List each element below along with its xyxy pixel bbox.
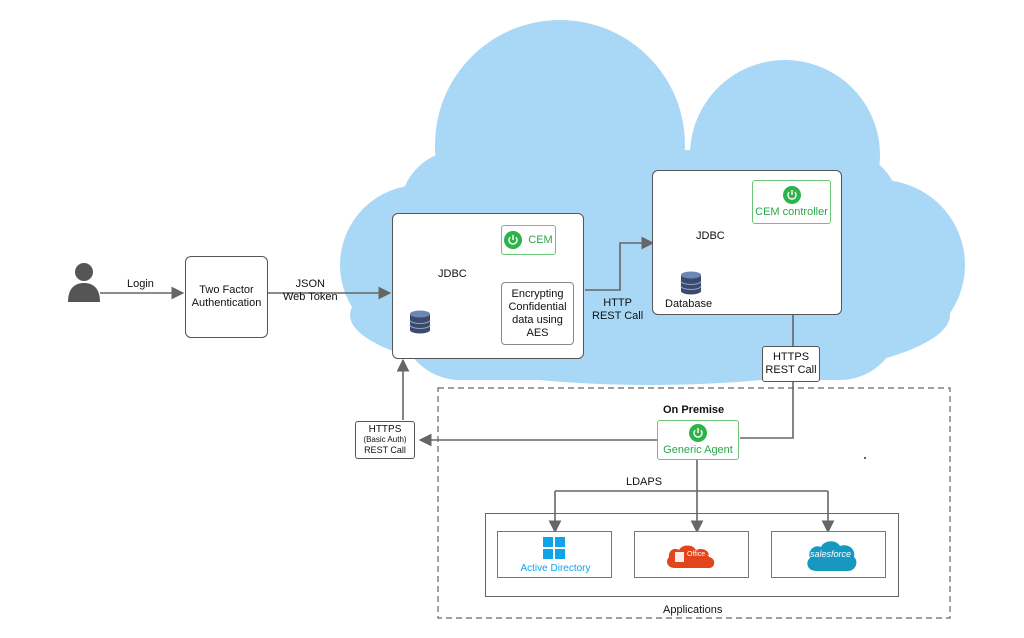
jdbc-label-right: JDBC bbox=[696, 230, 725, 242]
two-factor-label-line2: Authentication bbox=[191, 297, 262, 309]
https-rest-box: HTTPS REST Call bbox=[762, 346, 820, 382]
cem-controller-label: CEM controller bbox=[755, 206, 828, 218]
active-directory-label: Active Directory bbox=[520, 563, 591, 574]
power-icon bbox=[782, 186, 801, 204]
database-label: Database bbox=[665, 298, 713, 310]
office365-logo-icon bbox=[667, 545, 715, 568]
http-rest-line2: REST Call bbox=[592, 310, 644, 322]
office365-label: Office 365 bbox=[687, 551, 719, 558]
power-icon bbox=[504, 231, 523, 249]
encrypt-line1: Encrypting bbox=[511, 287, 564, 300]
generic-agent-label: Generic Agent bbox=[663, 444, 733, 456]
https-basic-auth-box: HTTPS (Basic Auth) REST Call bbox=[355, 421, 415, 459]
jwt-line2: Web Token bbox=[283, 291, 338, 303]
generic-agent-box: Generic Agent bbox=[657, 420, 739, 460]
app-active-directory: Active Directory bbox=[497, 531, 612, 578]
jdbc-label-left: JDBC bbox=[438, 268, 467, 280]
salesforce-logo-icon bbox=[807, 541, 857, 571]
https-basic-line3: REST Call bbox=[364, 445, 406, 455]
ldaps-label: LDAPS bbox=[626, 476, 663, 488]
applications-container bbox=[485, 513, 899, 597]
two-factor-label-line1: Two Factor bbox=[199, 284, 254, 296]
encryption-box: Encrypting Confidential data using AES bbox=[501, 282, 574, 345]
jwt-line1: JSON bbox=[295, 278, 325, 290]
database-icon bbox=[409, 310, 431, 334]
cem-label: CEM bbox=[528, 234, 553, 246]
on-premise-title: On Premise bbox=[663, 404, 725, 416]
two-factor-auth-box: Two Factor Authentication bbox=[185, 256, 268, 338]
https-rest-line2: REST Call bbox=[765, 364, 817, 376]
https-basic-line2: (Basic Auth) bbox=[363, 435, 407, 444]
https-rest-line1: HTTPS bbox=[772, 351, 810, 363]
windows-icon bbox=[543, 537, 565, 559]
cem-box: CEM bbox=[501, 225, 556, 255]
cem-controller-box: CEM controller bbox=[752, 180, 831, 224]
app-salesforce: salesforce bbox=[771, 531, 886, 578]
app-office365: Office 365 bbox=[634, 531, 749, 578]
http-rest-line1: HTTP bbox=[603, 297, 632, 309]
user-icon bbox=[68, 263, 100, 302]
applications-label: Applications bbox=[663, 604, 723, 616]
salesforce-label: salesforce bbox=[810, 549, 852, 559]
encrypt-line4: AES bbox=[526, 326, 549, 339]
login-label: Login bbox=[127, 278, 154, 290]
encrypt-line2: Confidential bbox=[508, 300, 567, 313]
power-icon bbox=[689, 424, 707, 442]
http-rest-label: HTTP REST Call bbox=[592, 297, 643, 323]
jwt-label: JSON Web Token bbox=[283, 278, 338, 304]
encrypt-line3: data using bbox=[512, 313, 563, 326]
database-icon bbox=[680, 271, 702, 295]
https-basic-line1: HTTPS bbox=[368, 424, 402, 435]
